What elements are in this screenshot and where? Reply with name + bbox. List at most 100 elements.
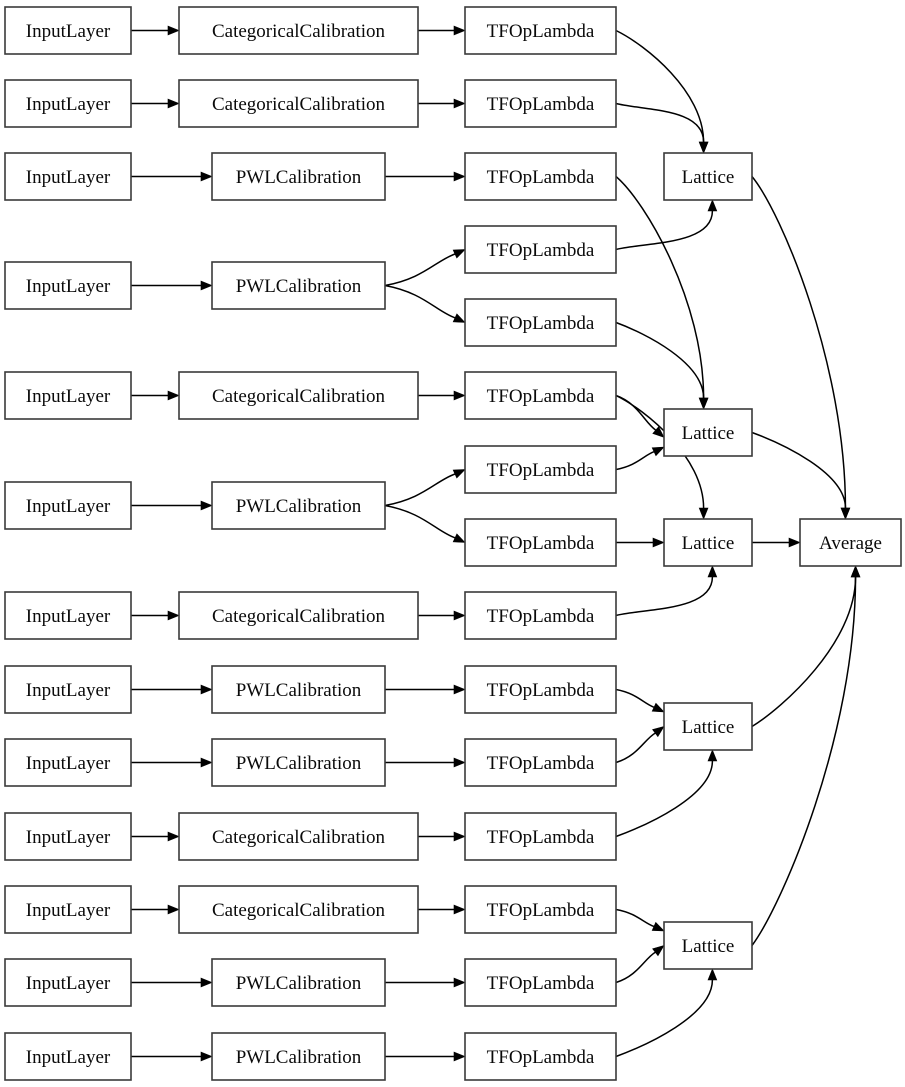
node-tfop-lambda-op7[interactable]: TFOpLambda — [464, 445, 617, 494]
node-tfop-lambda-op12[interactable]: TFOpLambda — [464, 812, 617, 861]
node-box[interactable] — [178, 591, 419, 640]
node-box[interactable] — [4, 738, 132, 787]
node-average-avg[interactable]: Average — [799, 518, 902, 567]
node-box[interactable] — [4, 1032, 132, 1081]
node-pwlcalibration-cal13[interactable]: PWLCalibration — [211, 1032, 386, 1081]
node-box[interactable] — [4, 481, 132, 530]
node-box[interactable] — [4, 6, 132, 55]
node-tfop-lambda-op4[interactable]: TFOpLambda — [464, 225, 617, 274]
edge-tfop-lambda-to-lattice — [615, 726, 665, 764]
node-box[interactable] — [464, 6, 617, 55]
node-box[interactable] — [4, 885, 132, 934]
node-box[interactable] — [4, 665, 132, 714]
node-box[interactable] — [663, 408, 753, 457]
node-box[interactable] — [464, 738, 617, 787]
node-lattice-lat1[interactable]: Lattice — [663, 152, 753, 201]
node-box[interactable] — [4, 152, 132, 201]
node-box[interactable] — [464, 152, 617, 201]
node-tfop-lambda-op1[interactable]: TFOpLambda — [464, 6, 617, 55]
node-input-layer-in10[interactable]: InputLayer — [4, 812, 132, 861]
node-box[interactable] — [464, 79, 617, 128]
node-input-layer-in1[interactable]: InputLayer — [4, 6, 132, 55]
node-box[interactable] — [211, 958, 386, 1007]
node-categorical-calibration-cal11[interactable]: CategoricalCalibration — [178, 885, 419, 934]
node-box[interactable] — [4, 591, 132, 640]
node-box[interactable] — [4, 261, 132, 310]
node-box[interactable] — [178, 79, 419, 128]
node-box[interactable] — [464, 445, 617, 494]
node-box[interactable] — [464, 665, 617, 714]
node-lattice-lat2[interactable]: Lattice — [663, 408, 753, 457]
node-box[interactable] — [4, 79, 132, 128]
node-categorical-calibration-cal5[interactable]: CategoricalCalibration — [178, 371, 419, 420]
node-tfop-lambda-op15[interactable]: TFOpLambda — [464, 1032, 617, 1081]
node-pwlcalibration-cal6[interactable]: PWLCalibration — [211, 481, 386, 530]
node-box[interactable] — [464, 518, 617, 567]
node-box[interactable] — [178, 885, 419, 934]
node-label: PWLCalibration — [236, 496, 362, 517]
node-box[interactable] — [178, 371, 419, 420]
node-tfop-lambda-op2[interactable]: TFOpLambda — [464, 79, 617, 128]
node-box[interactable] — [211, 481, 386, 530]
node-tfop-lambda-op11[interactable]: TFOpLambda — [464, 738, 617, 787]
node-box[interactable] — [211, 665, 386, 714]
node-pwlcalibration-cal3[interactable]: PWLCalibration — [211, 152, 386, 201]
node-box[interactable] — [464, 591, 617, 640]
node-box[interactable] — [4, 958, 132, 1007]
node-box[interactable] — [211, 738, 386, 787]
node-input-layer-in3[interactable]: InputLayer — [4, 152, 132, 201]
node-box[interactable] — [799, 518, 902, 567]
node-box[interactable] — [464, 225, 617, 274]
node-box[interactable] — [464, 371, 617, 420]
node-lattice-lat5[interactable]: Lattice — [663, 921, 753, 970]
node-input-layer-in4[interactable]: InputLayer — [4, 261, 132, 310]
node-label: InputLayer — [26, 973, 111, 994]
node-box[interactable] — [663, 518, 753, 567]
node-tfop-lambda-op3[interactable]: TFOpLambda — [464, 152, 617, 201]
node-categorical-calibration-cal2[interactable]: CategoricalCalibration — [178, 79, 419, 128]
node-box[interactable] — [663, 921, 753, 970]
node-tfop-lambda-op10[interactable]: TFOpLambda — [464, 665, 617, 714]
node-box[interactable] — [4, 812, 132, 861]
node-input-layer-in6[interactable]: InputLayer — [4, 481, 132, 530]
node-box[interactable] — [663, 702, 753, 751]
node-tfop-lambda-op9[interactable]: TFOpLambda — [464, 591, 617, 640]
node-categorical-calibration-cal10[interactable]: CategoricalCalibration — [178, 812, 419, 861]
node-pwlcalibration-cal12[interactable]: PWLCalibration — [211, 958, 386, 1007]
node-lattice-lat3[interactable]: Lattice — [663, 518, 753, 567]
node-input-layer-in11[interactable]: InputLayer — [4, 885, 132, 934]
node-box[interactable] — [178, 812, 419, 861]
node-box[interactable] — [178, 6, 419, 55]
node-categorical-calibration-cal7[interactable]: CategoricalCalibration — [178, 591, 419, 640]
node-pwlcalibration-cal9[interactable]: PWLCalibration — [211, 738, 386, 787]
node-box[interactable] — [211, 261, 386, 310]
node-tfop-lambda-op6[interactable]: TFOpLambda — [464, 371, 617, 420]
node-tfop-lambda-op8[interactable]: TFOpLambda — [464, 518, 617, 567]
node-box[interactable] — [663, 152, 753, 201]
node-box[interactable] — [464, 1032, 617, 1081]
node-tfop-lambda-op13[interactable]: TFOpLambda — [464, 885, 617, 934]
node-pwlcalibration-cal4[interactable]: PWLCalibration — [211, 261, 386, 310]
node-box[interactable] — [464, 298, 617, 347]
node-box[interactable] — [4, 371, 132, 420]
node-tfop-lambda-op14[interactable]: TFOpLambda — [464, 958, 617, 1007]
node-box[interactable] — [464, 885, 617, 934]
node-box[interactable] — [211, 1032, 386, 1081]
node-input-layer-in9[interactable]: InputLayer — [4, 738, 132, 787]
node-pwlcalibration-cal8[interactable]: PWLCalibration — [211, 665, 386, 714]
edge-pwlcalibration-to-tfop-lambda — [385, 684, 466, 695]
node-box[interactable] — [211, 152, 386, 201]
node-box[interactable] — [464, 958, 617, 1007]
node-input-layer-in7[interactable]: InputLayer — [4, 591, 132, 640]
node-input-layer-in8[interactable]: InputLayer — [4, 665, 132, 714]
edge-lattice-to-average — [751, 565, 861, 728]
node-input-layer-in13[interactable]: InputLayer — [4, 1032, 132, 1081]
node-tfop-lambda-op5[interactable]: TFOpLambda — [464, 298, 617, 347]
node-input-layer-in2[interactable]: InputLayer — [4, 79, 132, 128]
node-input-layer-in12[interactable]: InputLayer — [4, 958, 132, 1007]
node-categorical-calibration-cal1[interactable]: CategoricalCalibration — [178, 6, 419, 55]
edge-input-layer-to-categorical-calibration — [131, 831, 180, 842]
node-box[interactable] — [464, 812, 617, 861]
node-lattice-lat4[interactable]: Lattice — [663, 702, 753, 751]
node-input-layer-in5[interactable]: InputLayer — [4, 371, 132, 420]
